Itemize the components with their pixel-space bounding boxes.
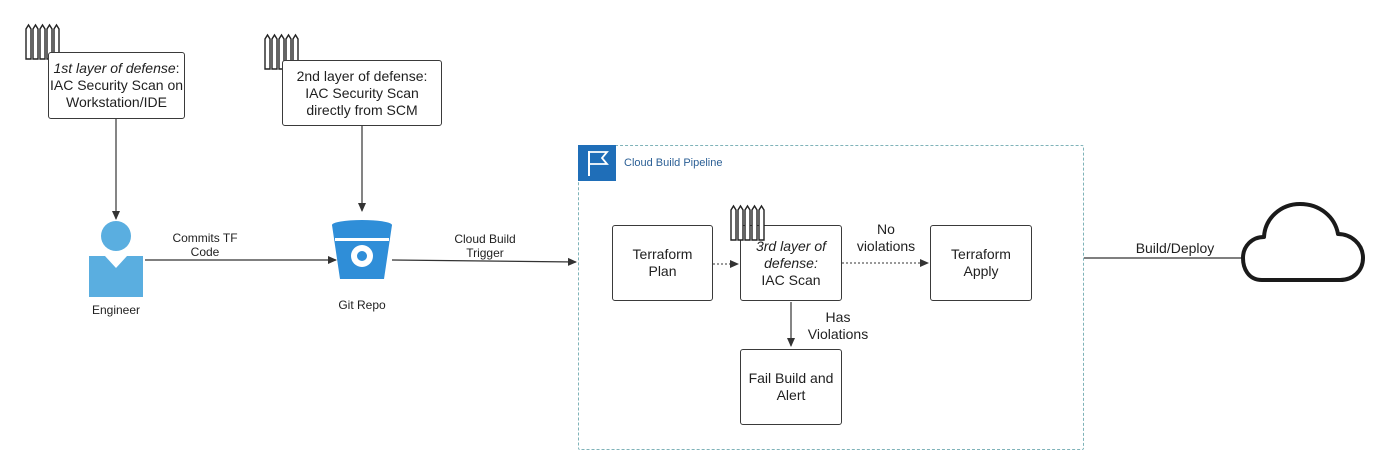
defense1-line2: IAC Security Scan on <box>49 77 184 93</box>
defense1-colon: : <box>175 60 180 76</box>
pipeline-title: Cloud Build Pipeline <box>624 157 723 169</box>
git-label: Git Repo <box>338 298 386 312</box>
defense1-line3: Workstation/IDE <box>66 94 167 110</box>
person-icon <box>89 221 143 297</box>
pipeline-badge <box>578 145 616 181</box>
defense2-line1: 2nd layer of defense: <box>296 67 428 84</box>
defense1-title: 1st layer of defense <box>53 60 176 76</box>
defense2-line2: IAC Security Scan <box>305 84 419 101</box>
scan-line1: 3rd layer of <box>755 237 827 254</box>
flag-icon <box>588 151 609 176</box>
cloud-icon <box>1241 202 1365 282</box>
engineer-label: Engineer <box>91 303 141 317</box>
scan-line3: IAC Scan <box>761 271 821 288</box>
fence-icon <box>730 204 765 241</box>
defense2-box: 2nd layer of defense: IAC Security Scan … <box>282 60 442 126</box>
scan-line2: defense: <box>764 254 818 271</box>
pipeline-container <box>578 145 1084 450</box>
bitbucket-icon <box>332 220 392 279</box>
defense1-box: 1st layer of defense: IAC Security Scan … <box>48 52 185 119</box>
defense2-line3: directly from SCM <box>306 101 418 118</box>
build-deploy-label: Build/Deploy <box>1135 240 1215 256</box>
fence-icon <box>264 33 299 70</box>
arrow-git-to-pipeline <box>391 257 577 266</box>
